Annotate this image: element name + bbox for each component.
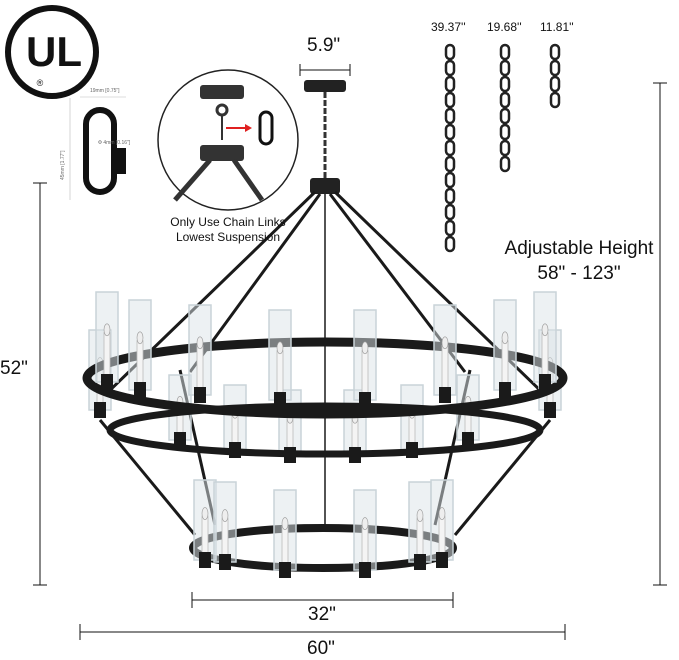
chain-icon — [549, 43, 561, 109]
chain-length-label: 11.81'' — [540, 20, 574, 34]
candle-light — [430, 479, 454, 568]
candle-light — [493, 299, 517, 398]
upper-diameter-label: 60" — [307, 638, 335, 659]
link-width-label: 19mm [0.75"] — [90, 88, 120, 94]
chain-icon — [444, 43, 456, 253]
height-dimension-label: 52" — [0, 358, 28, 379]
candle-light — [408, 481, 432, 570]
chain-samples — [444, 43, 561, 253]
candle-light — [193, 479, 217, 568]
inset-caption-line: Only Use Chain Links — [170, 215, 286, 229]
chandelier — [82, 80, 568, 578]
dimension-lines — [33, 64, 667, 640]
candle-light — [95, 291, 119, 390]
candle-light — [128, 299, 152, 398]
candle-light — [433, 304, 457, 403]
candle-light — [273, 489, 297, 578]
candle-light — [400, 384, 424, 458]
canopy-dimension-label: 5.9" — [307, 35, 341, 56]
ul-logo-text: UL — [26, 28, 82, 75]
chain-length-label: 19.68'' — [487, 20, 522, 34]
link-thickness-label: Φ 4mm [0.16"] — [98, 140, 131, 146]
candle-light — [188, 304, 212, 403]
chain-icon — [499, 43, 511, 173]
adjustable-height-title: Adjustable Height — [504, 238, 654, 259]
candle-light — [223, 384, 247, 458]
quick-link-icon — [69, 96, 126, 200]
ul-logo: UL ® — [5, 5, 99, 99]
candle-light — [533, 291, 557, 390]
adjustable-height: Adjustable Height 58" - 123" — [484, 236, 674, 286]
chain-length-label: 39.37'' — [431, 20, 466, 34]
inset-caption-line: Lowest Suspension — [175, 230, 281, 244]
suspension-inset — [157, 69, 299, 211]
candle-light — [353, 489, 377, 578]
link-height-label: 45mm [1.77"] — [60, 150, 66, 180]
candle-light — [353, 309, 377, 408]
candle-light — [268, 309, 292, 408]
candle-light — [213, 481, 237, 570]
lower-diameter-label: 32" — [308, 604, 336, 625]
registered-mark: ® — [37, 78, 44, 88]
inset-caption: Only Use Chain Links Lowest Suspension — [158, 215, 298, 245]
adjustable-height-range: 58" - 123" — [537, 263, 621, 284]
